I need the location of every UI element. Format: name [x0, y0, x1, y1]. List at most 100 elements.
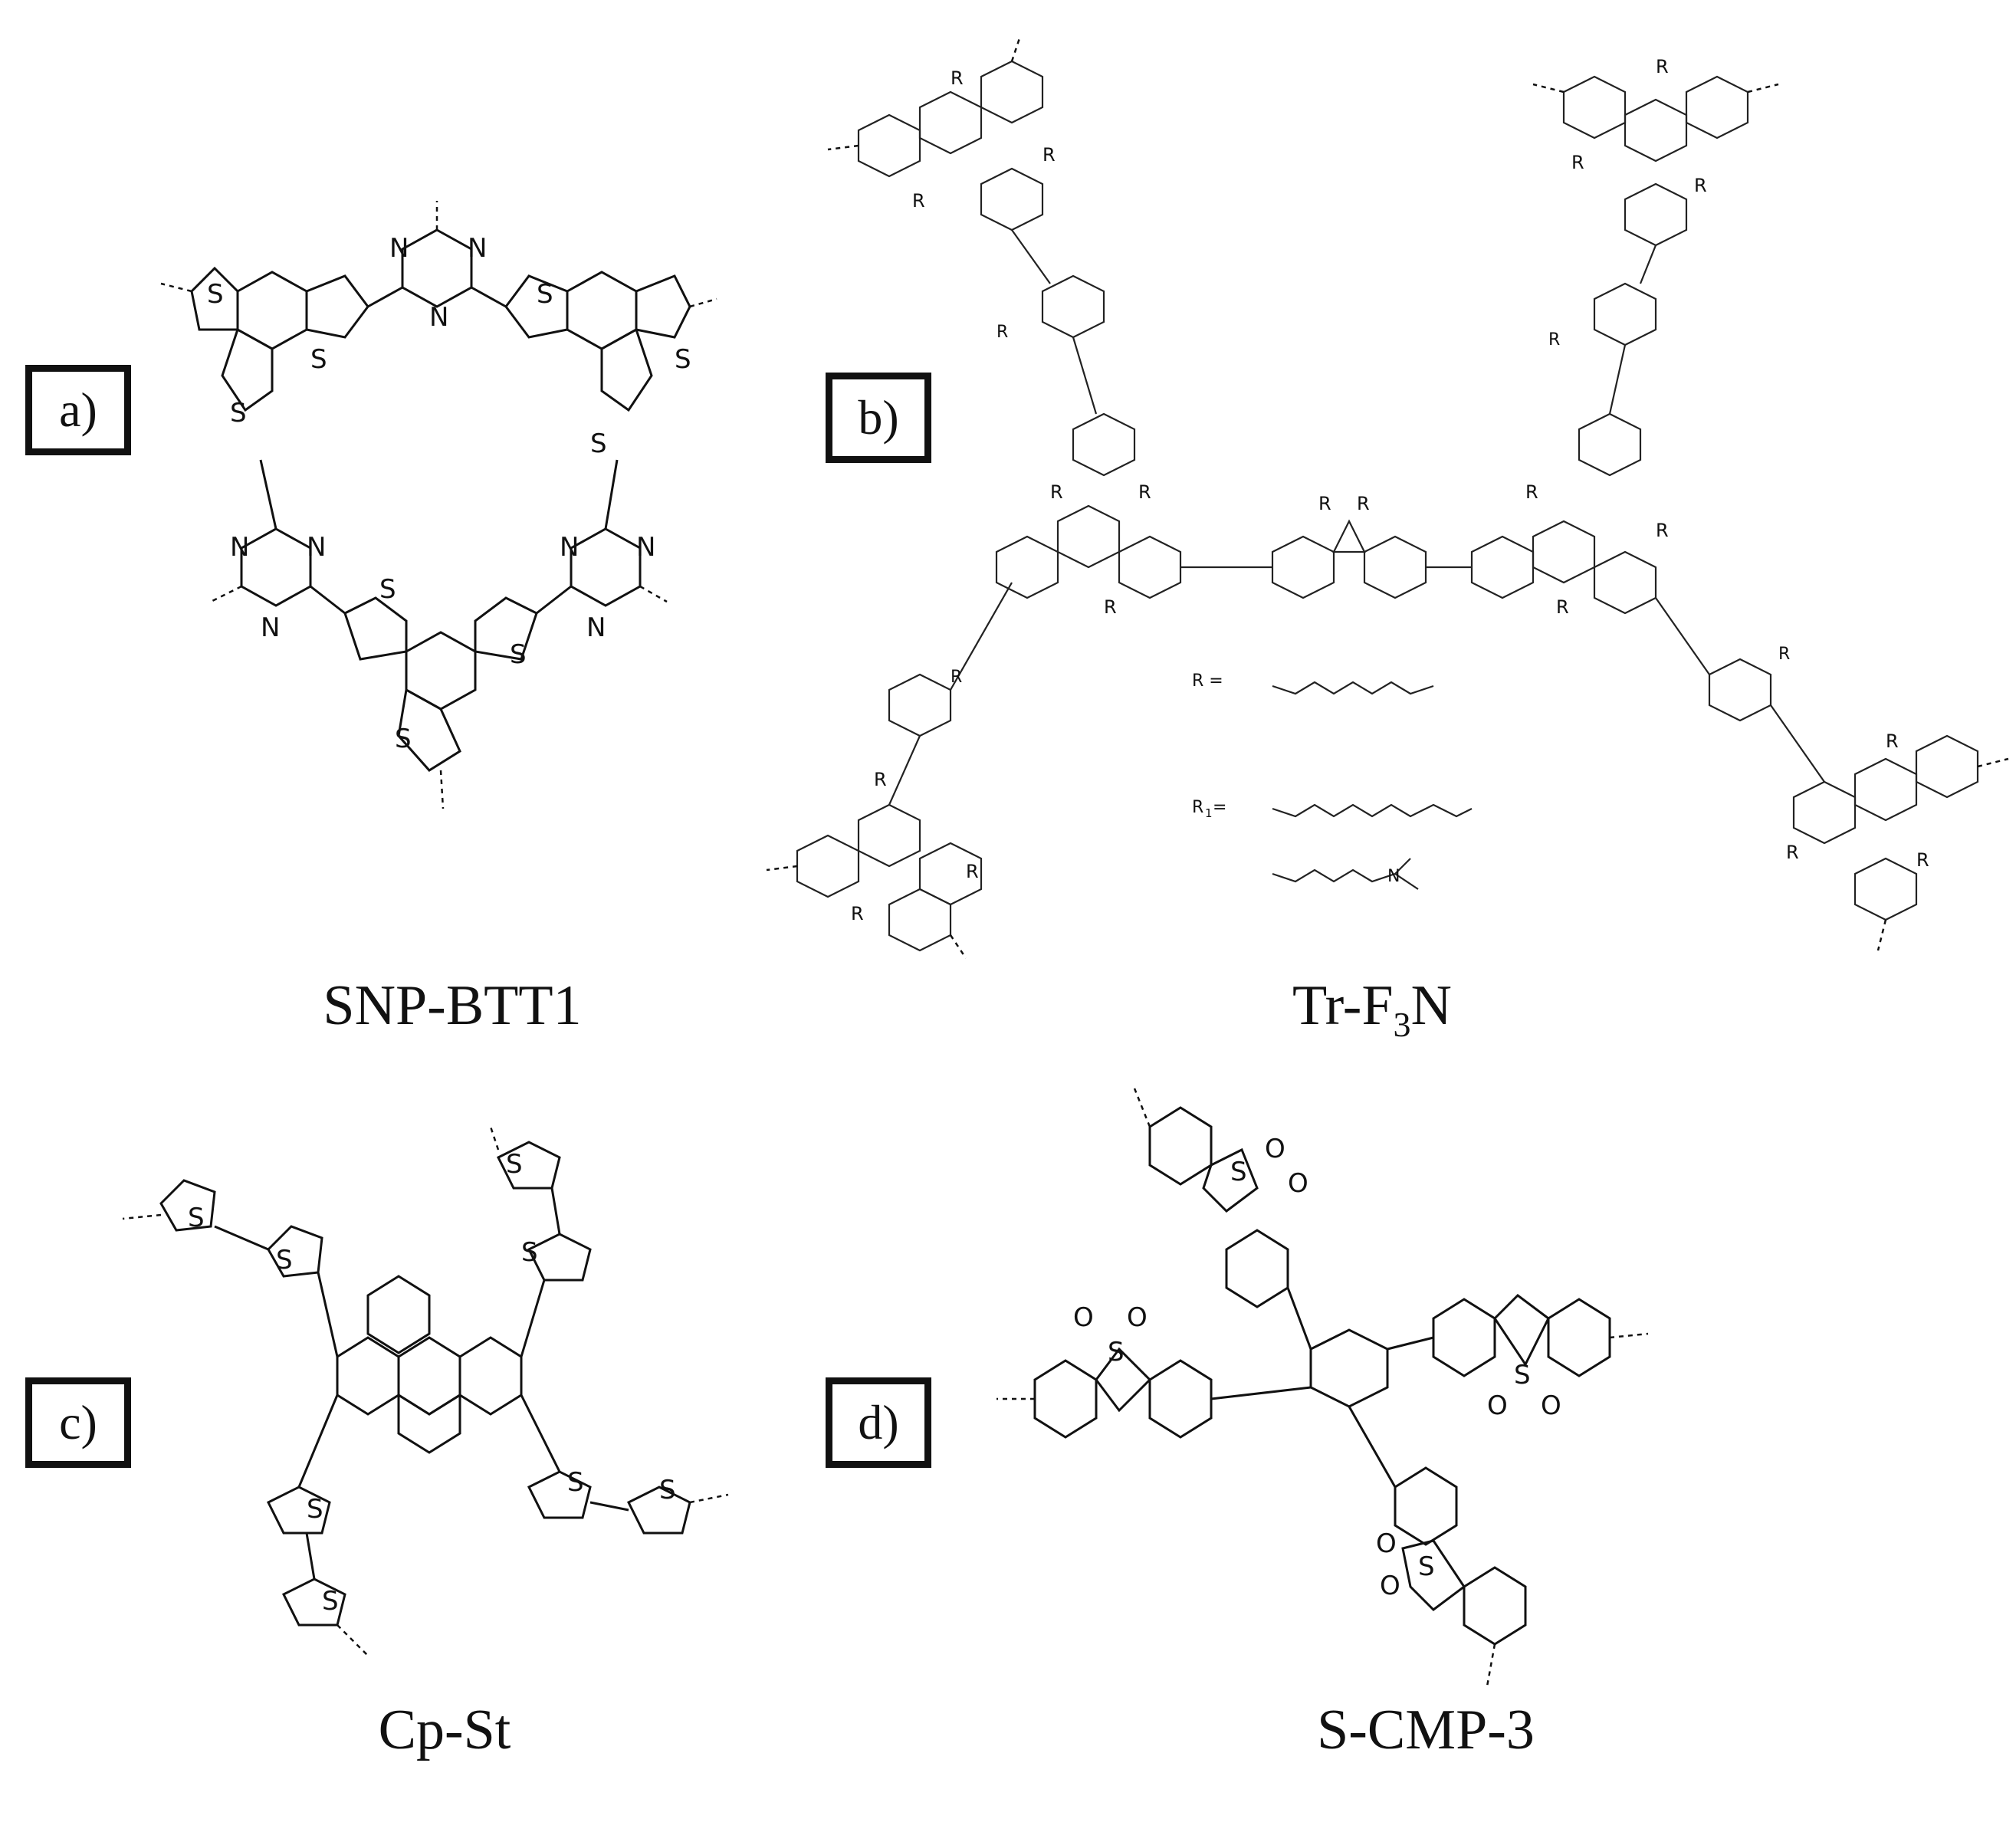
svg-text:O: O	[1073, 1302, 1094, 1333]
panel-c-label: c)	[59, 1395, 97, 1449]
svg-text:N: N	[261, 612, 280, 643]
panel-b-label-box: b)	[826, 373, 931, 463]
svg-text:R: R	[1786, 842, 1799, 863]
svg-text:R: R	[1656, 56, 1669, 77]
dbts-arm-bottom: S O O	[1348, 1406, 1527, 1687]
svg-text:S: S	[310, 344, 327, 375]
svg-text:R: R	[851, 903, 864, 924]
svg-text:S: S	[322, 1586, 339, 1617]
svg-text:R: R	[1886, 730, 1899, 752]
thiophene-arm-lower-left: S S	[266, 1394, 369, 1656]
arm-lower-left: R R R R	[766, 582, 1013, 959]
thiophene-arm-upper-right: S S	[489, 1126, 592, 1357]
svg-text:O: O	[1487, 1390, 1508, 1421]
svg-text:N: N	[1387, 867, 1400, 886]
substituent-legend: R = R 1 = N	[1192, 671, 1473, 890]
svg-text:S: S	[188, 1203, 205, 1233]
svg-text:S: S	[659, 1475, 676, 1505]
svg-text:R: R	[1556, 596, 1569, 618]
dbts-arm-right: S O O	[1387, 1294, 1649, 1421]
svg-text:S: S	[521, 1237, 538, 1268]
triazine-right: N N N	[560, 459, 668, 643]
arm-lower-right: R R R R	[1655, 597, 2009, 951]
svg-text:R: R	[1138, 481, 1151, 503]
svg-text:O: O	[1127, 1302, 1148, 1333]
caption-tr-f3n-sub: 3	[1393, 1004, 1411, 1044]
svg-text:S: S	[276, 1245, 293, 1275]
svg-text:O: O	[1376, 1528, 1397, 1559]
svg-text:R: R	[912, 190, 925, 212]
svg-text:R: R	[1104, 596, 1117, 618]
svg-text:N: N	[307, 532, 326, 563]
structure-tr-f3n: R R R R R R R R R R R R	[766, 38, 2009, 959]
structure-s-cmp-3: S O O S O O S O O S O O	[997, 1088, 1649, 1687]
panel-b-label: b)	[858, 390, 899, 445]
svg-text:R: R	[1357, 493, 1370, 514]
svg-text:S: S	[207, 279, 224, 310]
svg-text:1: 1	[1205, 806, 1213, 820]
svg-text:S: S	[510, 639, 527, 670]
svg-text:O: O	[1541, 1390, 1561, 1421]
svg-text:R: R	[1525, 481, 1538, 503]
svg-text:=: =	[1213, 798, 1226, 817]
svg-text:N: N	[586, 612, 606, 643]
caption-snp-btt1: SNP-BTT1	[323, 974, 582, 1037]
triazine-left: N N N	[210, 459, 326, 643]
svg-text:R: R	[1050, 481, 1063, 503]
caption-cp-st: Cp-St	[378, 1699, 511, 1761]
svg-text:S: S	[537, 279, 553, 310]
btt-unit-top-right: S S S	[471, 271, 717, 459]
svg-text:R: R	[997, 323, 1008, 342]
dbts-arm-top: S O O	[1133, 1088, 1312, 1350]
truxene-core-left: R R R	[995, 412, 1272, 618]
svg-text:S: S	[1514, 1360, 1531, 1390]
svg-text:S: S	[675, 344, 691, 375]
caption-s-cmp-3: S-CMP-3	[1317, 1699, 1535, 1761]
thiophene-arm-lower-right: S S	[520, 1394, 729, 1535]
caption-tr-f3n-tail: N	[1410, 974, 1452, 1037]
panel-d-label: d)	[858, 1395, 899, 1449]
svg-text:R: R	[1656, 520, 1669, 541]
svg-text:R: R	[1778, 645, 1790, 664]
svg-text:R: R	[1916, 849, 1929, 871]
svg-text:N: N	[389, 233, 409, 264]
svg-text:R: R	[1694, 175, 1707, 196]
svg-text:S: S	[1418, 1551, 1435, 1582]
arm-upper-left: R R R R	[827, 38, 1105, 415]
svg-text:S: S	[307, 1494, 323, 1525]
svg-text:N: N	[230, 532, 249, 563]
svg-text:S: S	[1230, 1157, 1247, 1187]
structure-snp-btt1: N N N S S S S S S N N N N	[160, 201, 717, 809]
btt-unit-bottom: S S S	[310, 574, 572, 809]
truxene-core-right: R R R	[1426, 412, 1669, 618]
svg-text:S: S	[590, 428, 607, 459]
dbts-arm-left: S O O	[997, 1302, 1312, 1439]
svg-text:S: S	[567, 1467, 584, 1498]
svg-text:R: R	[874, 769, 887, 790]
svg-text:S: S	[395, 724, 412, 754]
caption-tr-f3n-main: Tr-F	[1292, 974, 1394, 1037]
svg-text:S: S	[230, 398, 247, 428]
btt-unit-top-left: S S S	[160, 266, 403, 428]
panel-a-label: a)	[59, 382, 97, 437]
structure-cp-st: S S S S S S S S	[122, 1126, 729, 1656]
svg-text:S: S	[506, 1149, 523, 1180]
svg-text:O: O	[1288, 1168, 1308, 1199]
panel-d-label-box: d)	[826, 1377, 931, 1468]
thiophene-arm-upper-left: S S	[122, 1179, 339, 1357]
caption-tr-f3n: Tr-F3N	[1257, 973, 1487, 1045]
svg-text:R: R	[951, 67, 964, 89]
svg-text:R: R	[966, 861, 979, 882]
svg-text:N: N	[636, 532, 655, 563]
svg-text:R: R	[1042, 144, 1056, 166]
svg-text:R =: R =	[1192, 671, 1223, 691]
svg-text:R: R	[951, 668, 962, 687]
panel-a-label-box: a)	[25, 365, 131, 455]
svg-text:R: R	[1571, 152, 1584, 173]
svg-text:R: R	[1192, 798, 1203, 817]
panel-c-label-box: c)	[25, 1377, 131, 1468]
svg-text:S: S	[1108, 1337, 1125, 1367]
svg-text:N: N	[429, 302, 448, 333]
pyrene-core	[336, 1275, 523, 1454]
svg-text:R: R	[1548, 330, 1560, 350]
